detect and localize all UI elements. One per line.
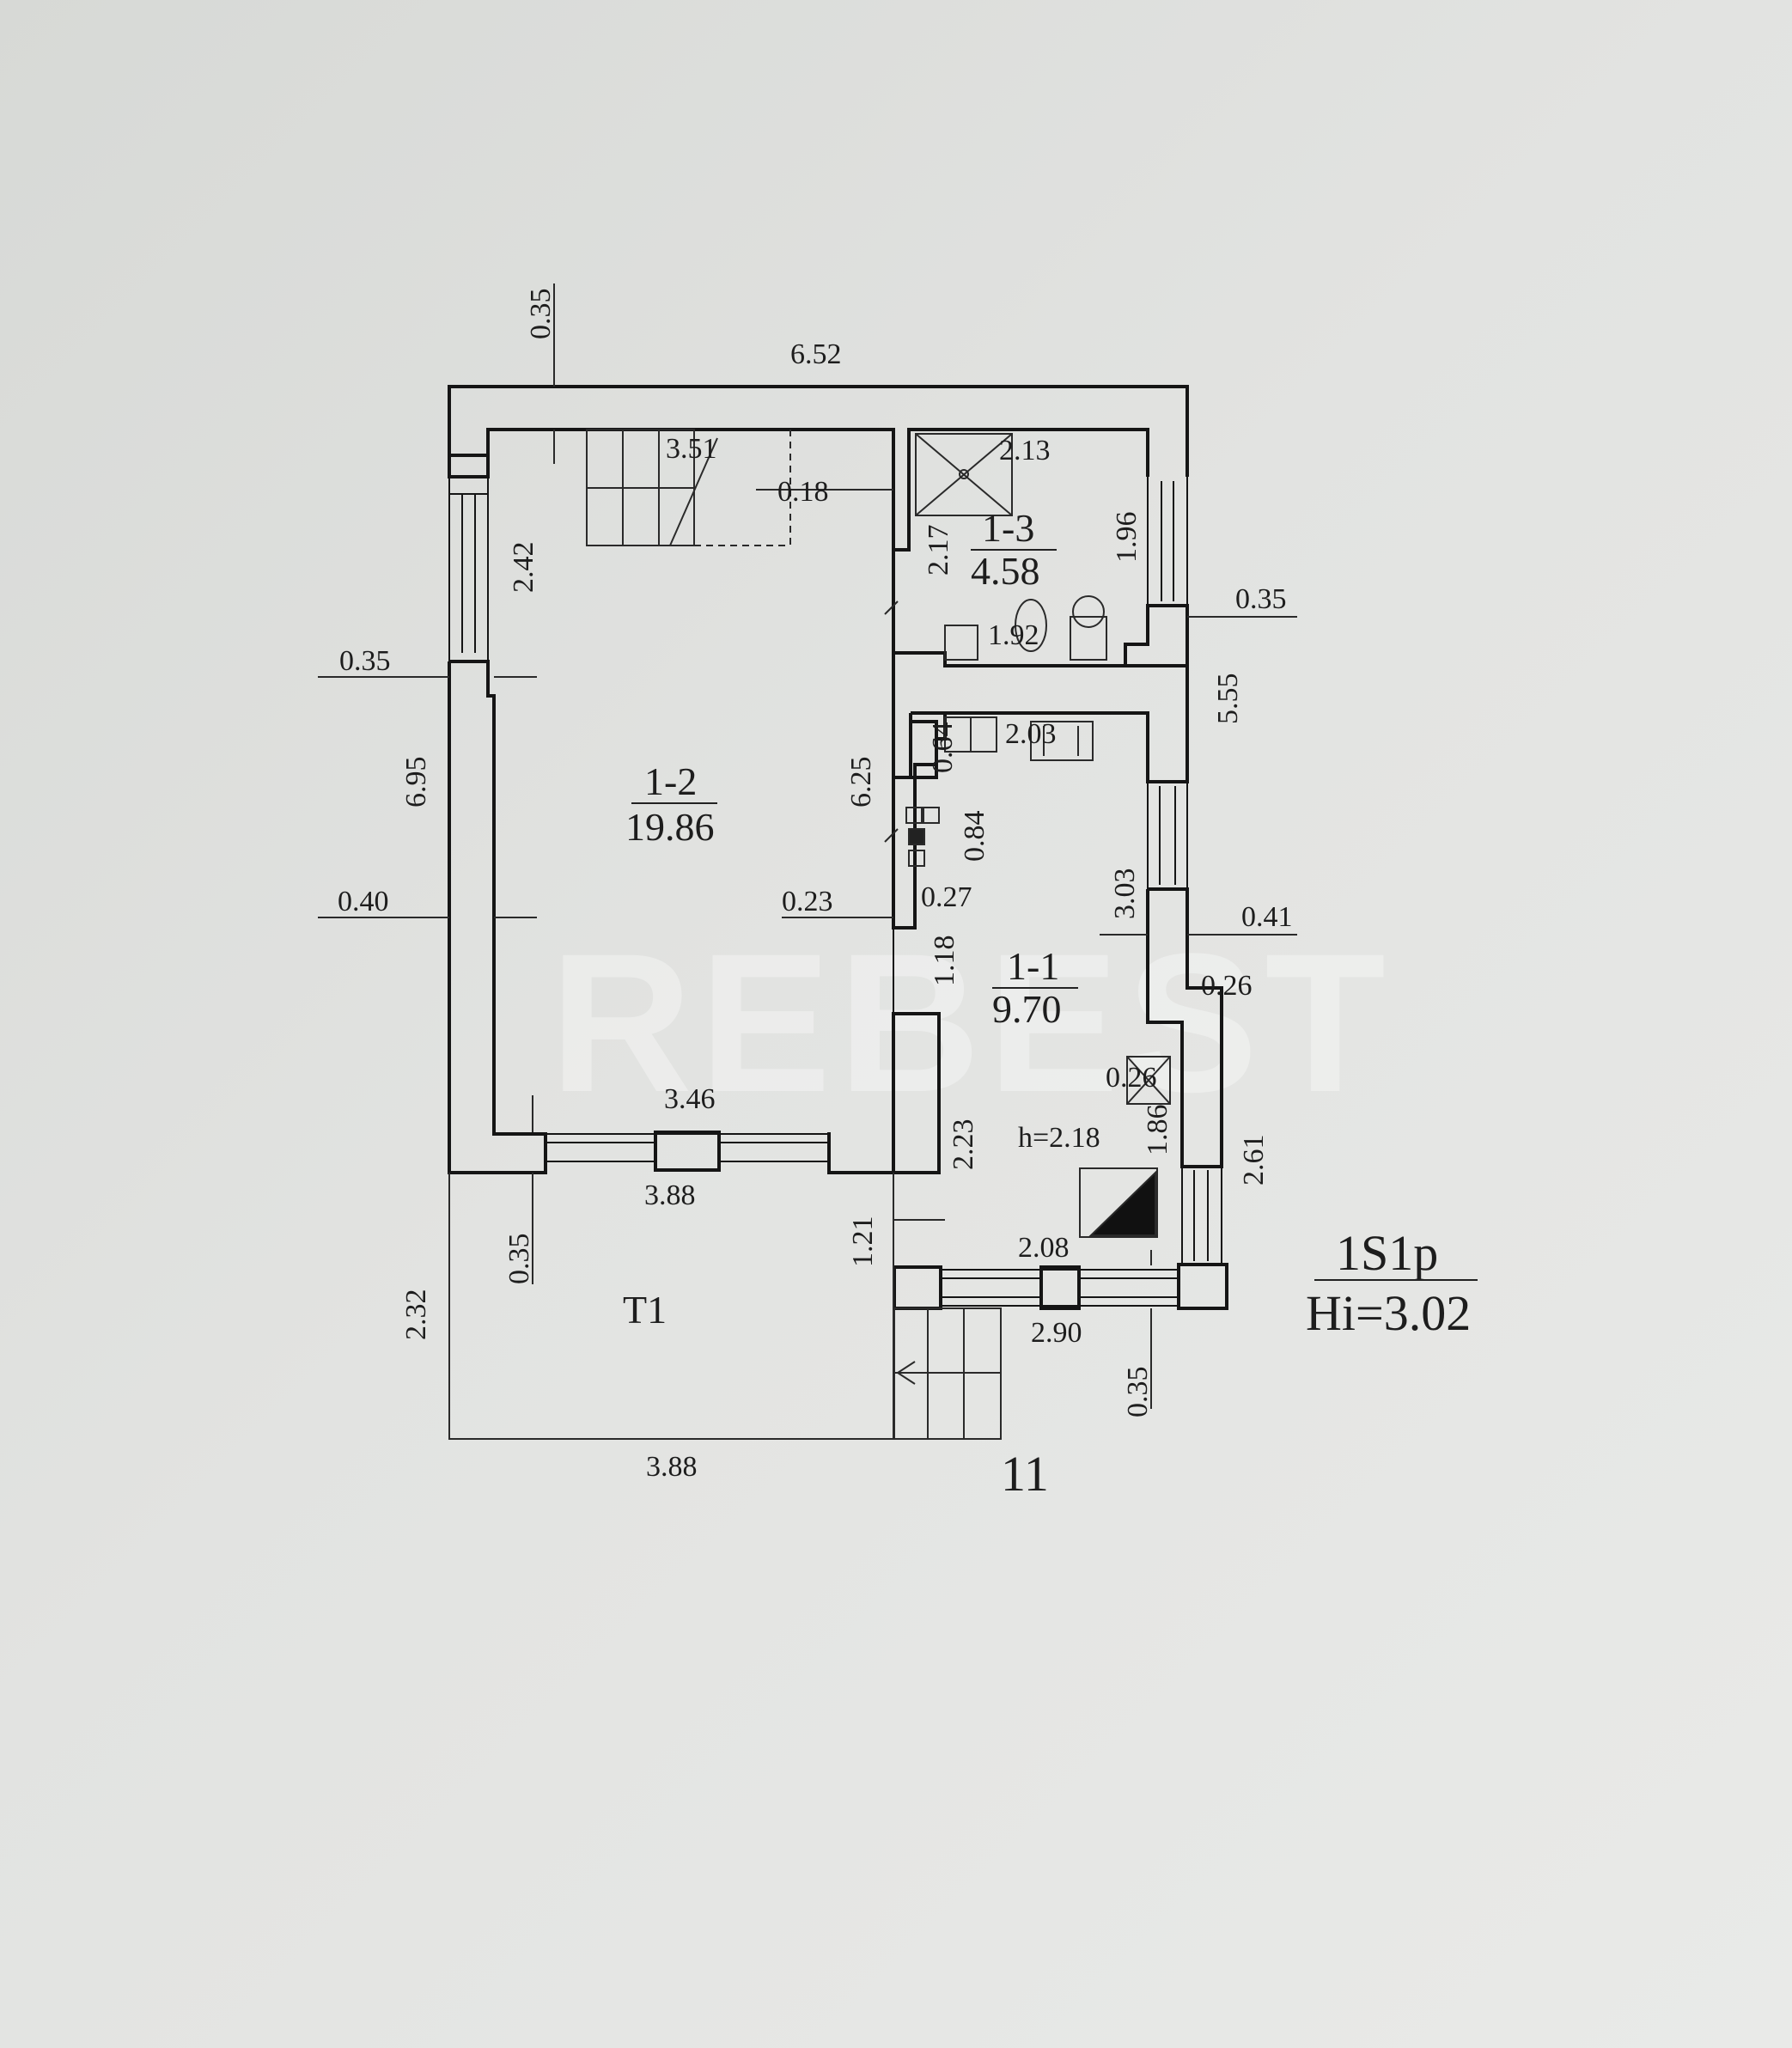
boiler-icon [1126,1056,1171,1105]
vent-2 [908,828,925,845]
entry-pier-right [1177,1263,1228,1310]
dim-terrace-depth: 2.32 [400,1289,432,1341]
terrace-label: T1 [623,1288,667,1332]
dim-right-len: 5.55 [1212,674,1244,725]
dim-partition-a: 0.23 [782,886,833,917]
dim-right-step: 0.26 [1201,970,1253,1002]
vent-4 [908,850,925,867]
dim-right-wall-upper: 0.35 [1235,583,1287,615]
left-wall-upper [448,455,490,478]
front-wall-right [827,1012,941,1174]
plan-code: 1S1p [1336,1225,1438,1281]
dim-ceiling: h=2.18 [1018,1122,1100,1154]
top-wall [448,385,1189,477]
dim-left-wall-b: 0.40 [338,886,389,917]
dim-front-right: 2.90 [1031,1317,1082,1349]
dim-r11-left: 1.18 [929,936,960,987]
room-1-2-id: 1-2 [644,759,697,803]
dim-bath-right: 1.96 [1111,512,1143,564]
dim-left-len: 6.95 [400,757,432,808]
dim-bottom-wall: 0.35 [1122,1367,1154,1418]
vent-1 [905,807,923,824]
dim-boiler-h: 1.86 [1142,1105,1173,1156]
dim-chimney: 0.84 [959,811,990,862]
dimension-lines [318,283,1297,1409]
dim-r11-width: 2.08 [1018,1232,1070,1264]
dim-terrace-width: 3.88 [646,1451,698,1483]
dim-stair-len: 3.51 [666,433,717,465]
dim-inner-bottom: 3.46 [664,1083,716,1115]
room-1-2-area: 19.86 [625,805,715,849]
dim-entry-pier: 1.21 [847,1216,879,1268]
sink-icon [944,625,978,661]
kitchen-sink-icon [1030,721,1094,761]
toilet-icon [1070,616,1107,661]
room-1-1-area: 9.70 [992,987,1062,1031]
plan-height: Hi=3.02 [1306,1285,1471,1341]
dim-boiler: 0.26 [1106,1062,1157,1094]
dim-top-wall: 0.35 [525,289,557,340]
dim-partition-b: 0.27 [921,881,972,913]
dim-upper-left: 2.42 [508,542,539,594]
front-window-pier [654,1131,721,1172]
bidet-icon [1015,599,1047,652]
stairs [586,429,791,546]
dim-top-width: 6.52 [790,338,842,370]
watermark-logo: REBEST [550,912,1393,1133]
room-1-3-area: 4.58 [971,549,1040,593]
left-wall-lower [448,660,547,1174]
bathroom-fixtures [915,433,1107,661]
dim-pier: 2.23 [948,1119,979,1171]
dim-front-wall: 0.35 [503,1234,535,1285]
stair-height-icon [1079,1167,1158,1238]
shower-icon [915,433,1013,516]
entry-pier-left [893,1265,942,1310]
dim-right-lower: 2.61 [1238,1135,1270,1186]
dim-kitchen-niche: 0.64 [927,722,959,774]
dim-kitchen-width: 2.03 [1005,718,1057,750]
room-1-1-id: 1-1 [1007,944,1059,988]
dim-partition-gap: 0.18 [777,476,829,508]
dim-front-width: 3.88 [644,1179,696,1211]
dim-bath-bottom: 1.92 [988,619,1039,651]
dim-right-wall-lower: 0.41 [1241,901,1293,933]
kitchen-fixtures [905,716,1171,1238]
room-1-3-id: 1-3 [982,506,1034,550]
entry-pier-mid [1039,1265,1081,1310]
dim-bath-height: 2.17 [923,525,954,576]
page-number: 11 [1001,1446,1049,1502]
dim-left-wall-a: 0.35 [339,645,391,677]
vent-3 [923,807,940,824]
bath-wall-bottom [893,604,1189,667]
walls [448,385,1228,1310]
dim-r11-right-window: 3.03 [1109,869,1141,920]
dim-r12-height: 6.25 [845,757,877,808]
dim-bath-width: 2.13 [999,435,1051,466]
entry-steps [893,1307,1002,1440]
